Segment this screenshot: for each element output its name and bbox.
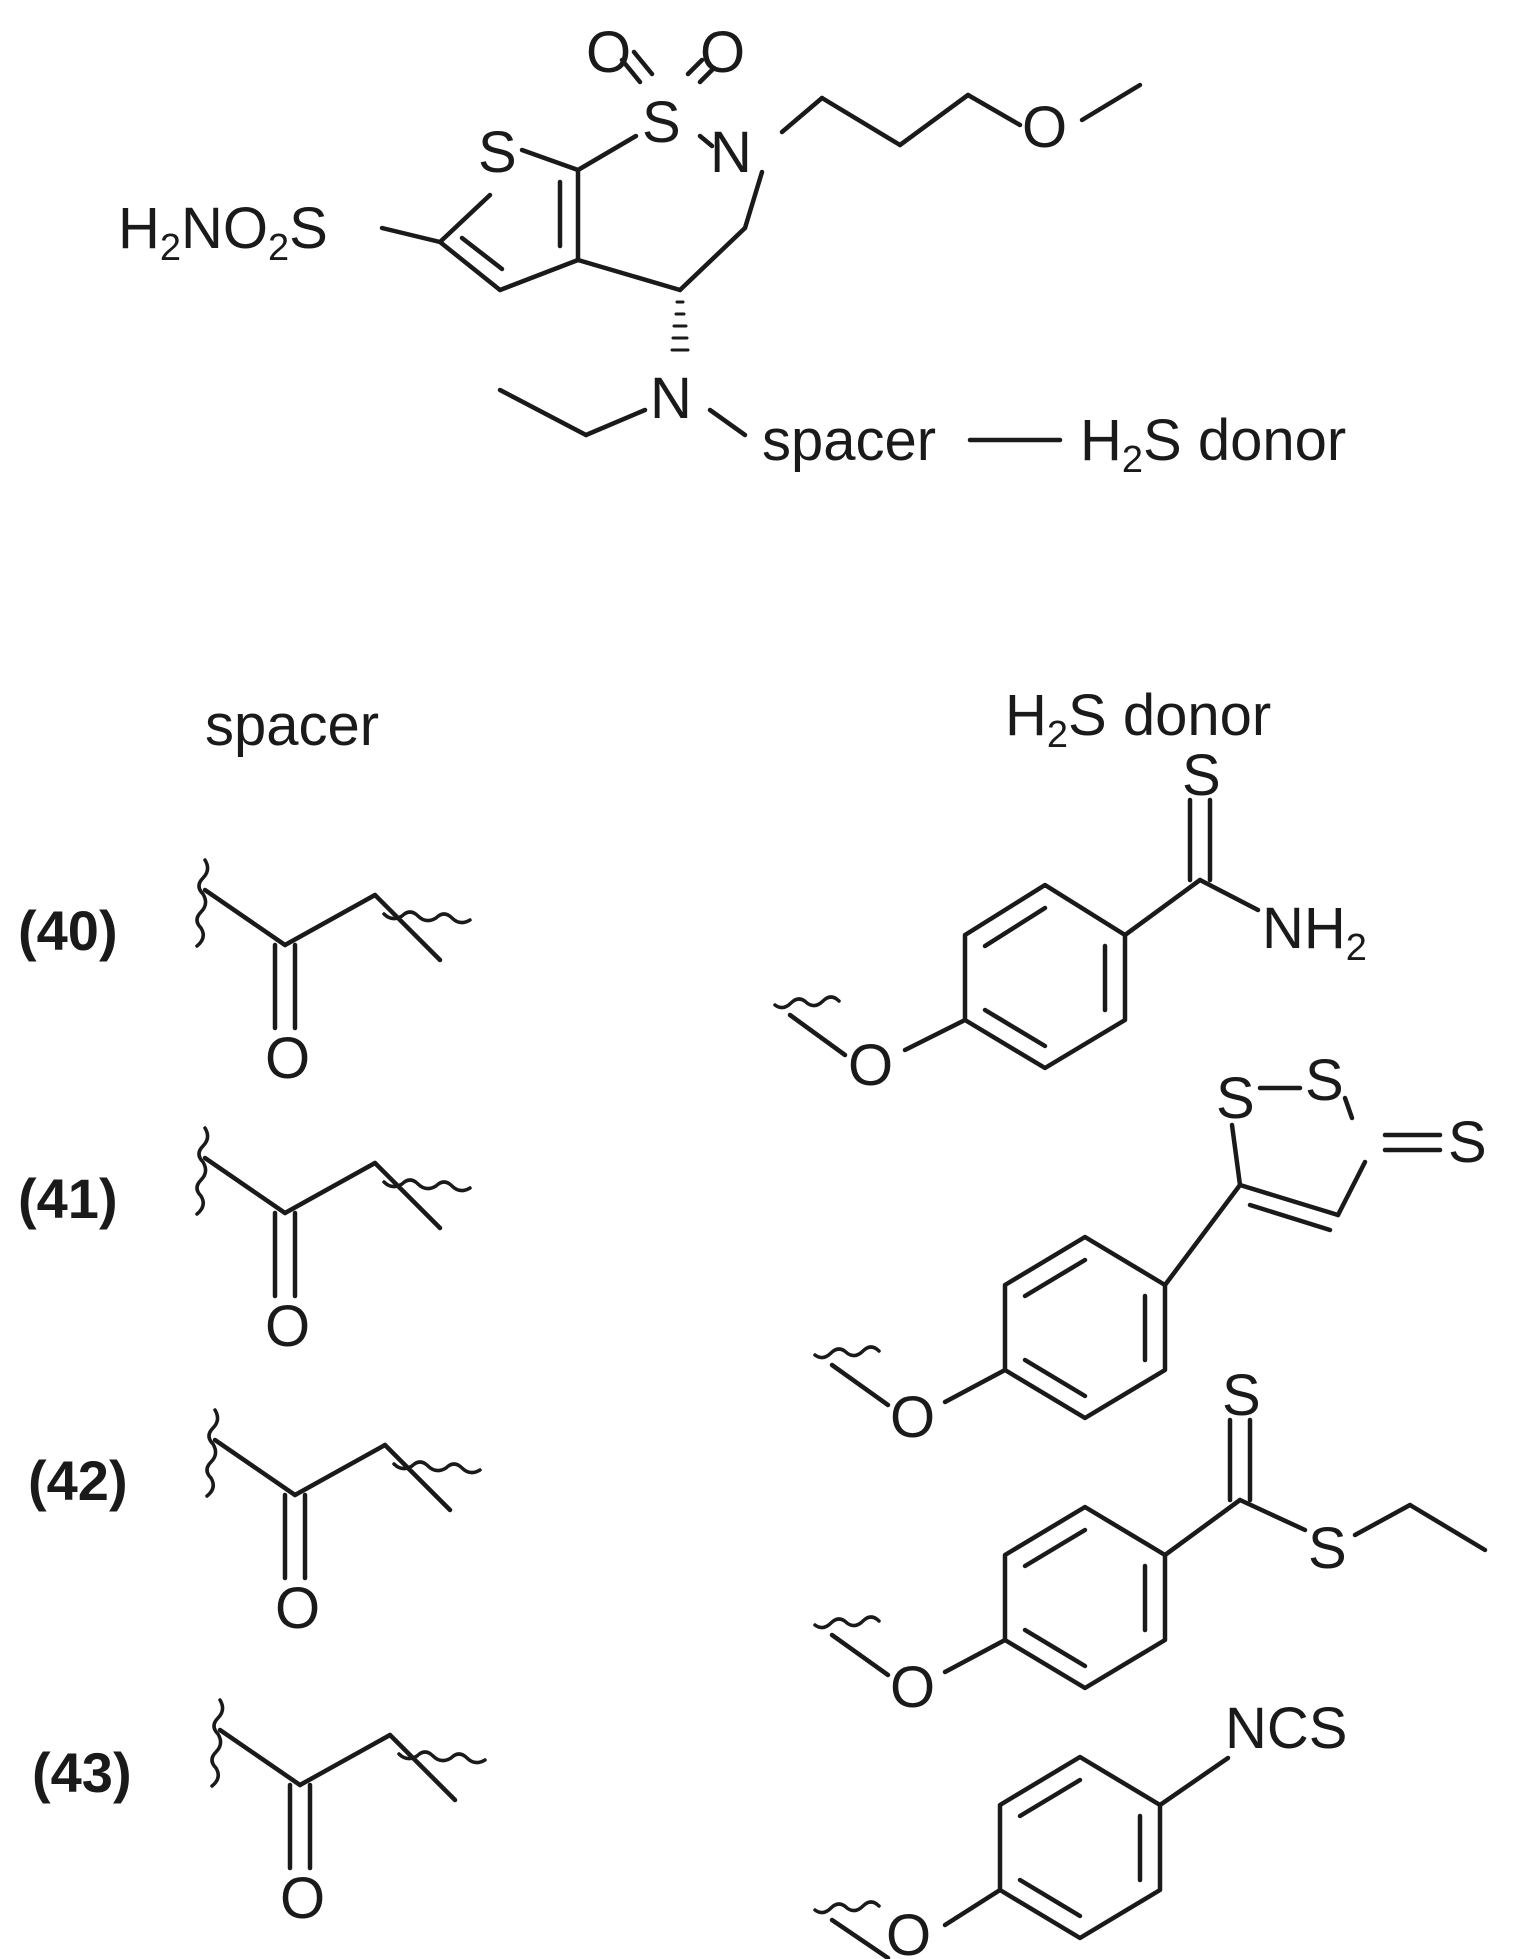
donor-43: NCS O [813, 1696, 1347, 1959]
spacer-43: O [210, 1698, 487, 1931]
spacer-41: O [195, 1126, 472, 1359]
donor-41: S S S O [813, 1048, 1487, 1450]
spacer-40-o: O [265, 1026, 310, 1091]
donor-40: S NH2 O [773, 743, 1367, 1098]
donor-43-o: O [886, 1903, 931, 1959]
spacer-43-o: O [280, 1866, 325, 1931]
compound-label-43: (43) [32, 1741, 132, 1804]
donor-41-exo-s: S [1448, 1110, 1487, 1175]
hashed-wedge [670, 300, 690, 352]
donor-41-ring-s2: S [1305, 1048, 1344, 1113]
compound-label-42: (42) [28, 1449, 128, 1512]
compound-label-40: (40) [18, 899, 118, 962]
donor-42-o: O [890, 1655, 935, 1720]
donor-40-nh2: NH2 [1262, 896, 1367, 969]
sulfonyl-o-right: O [700, 20, 745, 85]
chain-o: O [1022, 95, 1067, 160]
compound-label-41: (41) [18, 1167, 118, 1230]
thiophene-s: S [478, 120, 517, 185]
core-structure: O O S N S O H2NO2S N spacer H2S donor [118, 20, 1346, 481]
spacer-42-o: O [275, 1576, 320, 1641]
spacer-label: spacer [762, 408, 936, 473]
donor-40-o: O [848, 1033, 893, 1098]
amine-n: N [650, 366, 692, 431]
ring-n: N [710, 120, 752, 185]
donor-label: H2S donor [1080, 408, 1346, 481]
donor-40-thione-s: S [1182, 743, 1221, 808]
spacer-42: O [205, 1408, 482, 1641]
spacer-41-o: O [265, 1294, 310, 1359]
sulfonamide-group: H2NO2S [118, 196, 328, 269]
spacer-40: O [195, 858, 472, 1091]
donor-42: S S O [813, 1363, 1488, 1720]
donor-header: H2S donor [1005, 683, 1271, 756]
ring-s-sulfonyl: S [642, 90, 681, 155]
donor-43-ncs: NCS [1225, 1696, 1347, 1761]
donor-41-o: O [890, 1385, 935, 1450]
sulfonyl-o-left: O [586, 20, 631, 85]
donor-42-thioester-s: S [1308, 1516, 1347, 1581]
donor-42-thione-s: S [1222, 1363, 1261, 1428]
donor-41-ring-s1: S [1216, 1066, 1255, 1131]
spacer-header: spacer [205, 693, 379, 758]
